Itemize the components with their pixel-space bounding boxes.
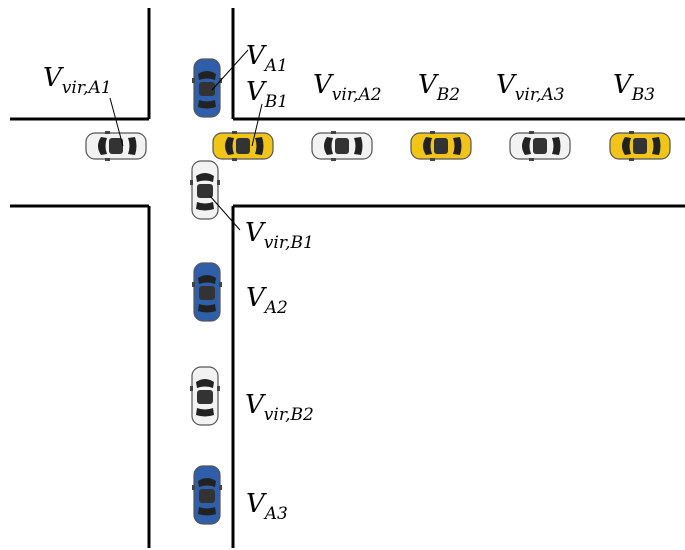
vehicle-vir-a1 xyxy=(85,130,147,162)
label-v-vir-a3: Vvir,A3 xyxy=(496,70,565,105)
label-v-b3: VB3 xyxy=(613,70,655,105)
label-v-vir-a1: Vvir,A1 xyxy=(43,63,112,98)
vehicle-b3 xyxy=(609,130,671,162)
vehicle-vir-a3 xyxy=(509,130,571,162)
vehicle-vir-b1 xyxy=(189,160,221,220)
leader-v-b1 xyxy=(251,103,263,147)
label-v-b1: VB1 xyxy=(246,77,288,112)
leader-v-a1 xyxy=(211,49,249,91)
label-v-vir-b2: Vvir,B2 xyxy=(245,390,314,425)
vehicle-a1 xyxy=(191,58,223,118)
label-v-a3: VA3 xyxy=(246,489,288,524)
label-v-vir-a2: Vvir,A2 xyxy=(313,70,382,105)
label-v-b2: VB2 xyxy=(418,70,460,105)
label-v-a2: VA2 xyxy=(246,283,288,318)
vehicle-a2 xyxy=(191,262,223,322)
leader-v-vir-b1 xyxy=(209,195,241,231)
vehicle-b1 xyxy=(212,130,274,162)
vehicle-vir-a2 xyxy=(311,130,373,162)
vehicle-vir-b2 xyxy=(189,366,221,426)
label-v-vir-b1: Vvir,B1 xyxy=(245,218,314,253)
vehicle-a3 xyxy=(191,465,223,525)
label-v-a1: VA1 xyxy=(246,41,288,76)
vehicle-b2 xyxy=(410,130,472,162)
leader-v-vir-a1 xyxy=(109,97,124,147)
